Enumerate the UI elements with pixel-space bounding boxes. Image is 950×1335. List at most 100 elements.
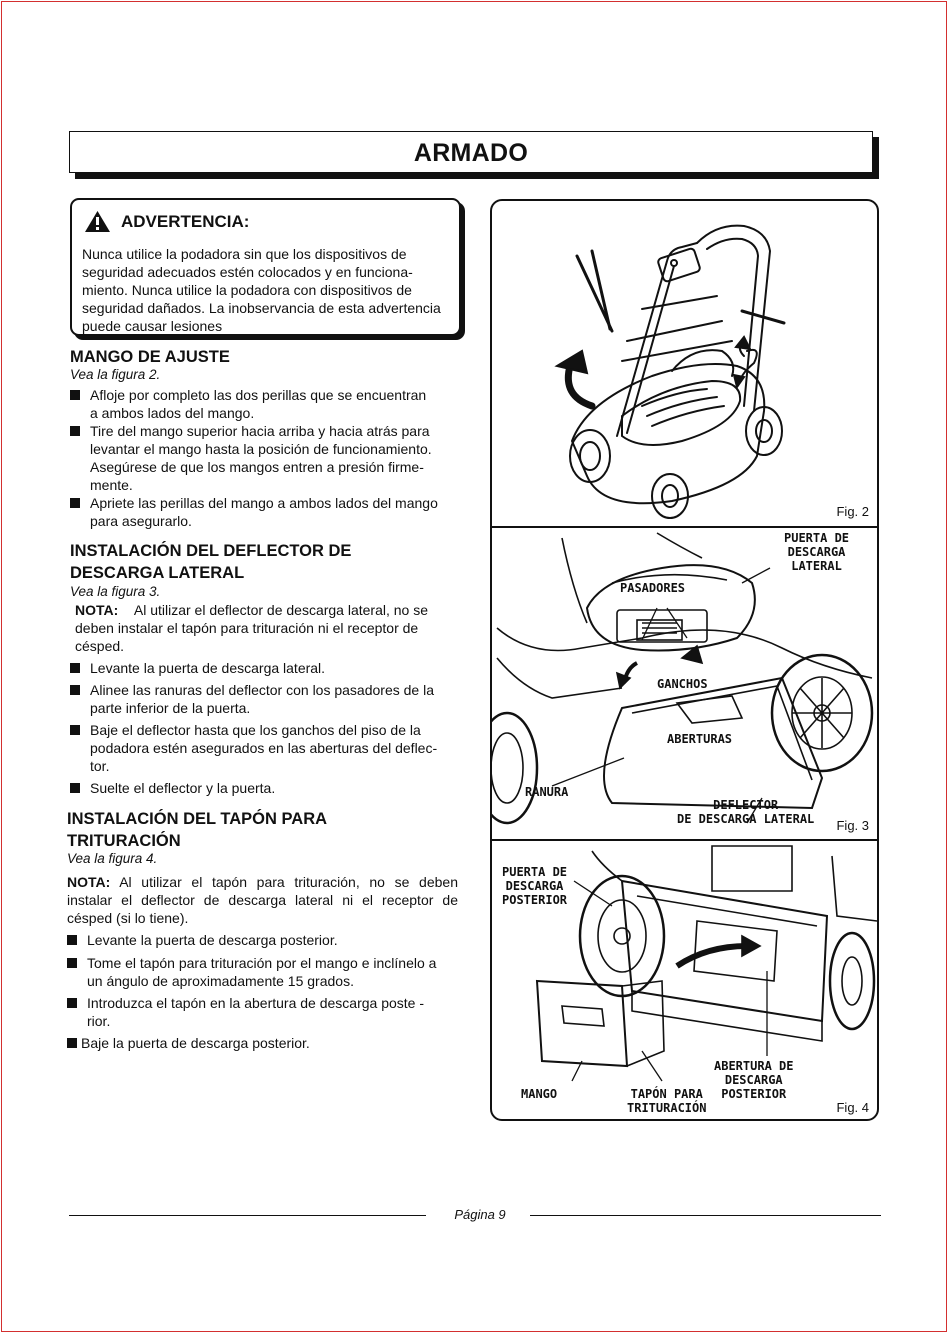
- list-line: mente.: [90, 477, 133, 493]
- heading-line: TRITURACIÓN: [67, 832, 181, 850]
- warning-box: ADVERTENCIA: Nunca utilice la podadora s…: [70, 198, 461, 336]
- note-line: césped.: [75, 638, 125, 654]
- lawn-mower-handle-illustration: [554, 224, 786, 519]
- footer-rule-right: [530, 1215, 881, 1216]
- list-item: Baje la puerta de descarga posterior.: [67, 1034, 462, 1052]
- list-line: Alinee las ranuras del deflector con los…: [90, 682, 434, 698]
- callout-mulching-plug: TAPÓN PARA TRITURACIÓN: [627, 1087, 706, 1115]
- list-line: para asegurarlo.: [90, 513, 192, 529]
- title-banner: ARMADO: [69, 131, 873, 173]
- warning-icon: [85, 211, 110, 232]
- list-line: Afloje por completo las dos perillas que…: [90, 387, 427, 403]
- callout-line: POSTERIOR: [502, 893, 568, 907]
- list-line: Tome el tapón para trituración por el ma…: [87, 955, 437, 971]
- note-line: deben instalar el tapón para trituración…: [75, 620, 419, 636]
- warning-line: miento. Nunca utilice la podadora con di…: [82, 282, 412, 298]
- side-discharge-deflector-illustration: [492, 532, 874, 825]
- list-line: Baje la puerta de descarga posterior.: [81, 1035, 310, 1051]
- warning-text: Nunca utilice la podadora sin que los di…: [82, 245, 452, 335]
- list-line: Baje el deflector hasta que los ganchos …: [90, 722, 421, 738]
- figures-panel: Fig. 2: [490, 199, 879, 1121]
- figure-label: Fig. 4: [836, 1100, 869, 1115]
- note-line: instalar el deflector de descarga latera…: [67, 892, 458, 908]
- callout-deflector: DEFLECTOR DE DESCARGA LATERAL: [677, 798, 814, 826]
- list-item: Levante la puerta de descarga lateral.: [70, 659, 465, 677]
- note: NOTA: Al utilizar el deflector de descar…: [75, 601, 460, 655]
- list-line: Introduzca el tapón en la abertura de de…: [87, 995, 424, 1011]
- bullet-square-icon: [70, 783, 80, 793]
- bullet-square-icon: [70, 426, 80, 436]
- list-line: Apriete las perillas del mango a ambos l…: [90, 495, 438, 511]
- callout-rear-opening: ABERTURA DE DESCARGA POSTERIOR: [714, 1059, 793, 1101]
- heading-line: DESCARGA LATERAL: [70, 564, 245, 582]
- bullet-square-icon: [67, 935, 77, 945]
- callout-line: PUERTA DE: [784, 531, 850, 545]
- callout-line: POSTERIOR: [721, 1087, 787, 1101]
- figure-label: Fig. 3: [836, 818, 869, 833]
- bullet-square-icon: [70, 498, 80, 508]
- list-line: Suelte el deflector y la puerta.: [90, 780, 276, 796]
- heading-line: INSTALACIÓN DEL DEFLECTOR DE: [70, 542, 352, 560]
- list-item: Suelte el deflector y la puerta.: [70, 779, 465, 797]
- callout-line: DESCARGA: [724, 1073, 783, 1087]
- list-line: levantar el mango hasta la posición de f…: [90, 441, 432, 457]
- callout-line: TRITURACIÓN: [627, 1101, 707, 1115]
- list-line: parte inferior de la puerta.: [90, 700, 251, 716]
- list-item: Alinee las ranuras del deflector con los…: [70, 681, 465, 717]
- list-line: un ángulo de aproximadamente 15 grados.: [87, 973, 354, 989]
- mulching-plug-illustration: [535, 845, 877, 1082]
- bullet-square-icon: [70, 390, 80, 400]
- bullet-square-icon: [70, 685, 80, 695]
- callout-hooks: GANCHOS: [657, 677, 708, 691]
- figure-2: Fig. 2: [492, 201, 877, 526]
- callout-line: ABERTURA DE: [714, 1059, 794, 1073]
- list-line: Tire del mango superior hacia arriba y h…: [90, 423, 430, 439]
- callout-slot: RANURA: [525, 785, 569, 799]
- page-title: ARMADO: [413, 139, 529, 167]
- list-line: a ambos lados del mango.: [90, 405, 255, 421]
- footer-rule-left: [69, 1215, 426, 1216]
- section-heading: MANGO DE AJUSTE: [70, 348, 230, 366]
- note-line: Al utilizar el deflector de descarga lat…: [133, 602, 429, 618]
- list-item: Afloje por completo las dos perillas que…: [70, 386, 465, 422]
- bullet-square-icon: [67, 1038, 77, 1048]
- figure-divider: [492, 839, 877, 841]
- list-item: Apriete las perillas del mango a ambos l…: [70, 494, 465, 530]
- figure-reference: Vea la figura 4.: [67, 851, 158, 866]
- warning-line: seguridad dañados. La inobservancia de e…: [82, 300, 441, 316]
- heading-line: INSTALACIÓN DEL TAPÓN PARA: [67, 810, 328, 828]
- callout-line: DEFLECTOR: [713, 798, 779, 812]
- figure-divider: [492, 526, 877, 528]
- list-item: Baje el deflector hasta que los ganchos …: [70, 721, 465, 775]
- callout-line: PUERTA DE: [502, 865, 568, 879]
- page-number: Página 9: [454, 1207, 506, 1222]
- list-item: Tire del mango superior hacia arriba y h…: [70, 422, 465, 494]
- bullet-square-icon: [67, 958, 77, 968]
- list-line: podadora estén asegurados en las abertur…: [90, 740, 438, 756]
- section-heading: INSTALACIÓN DEL TAPÓN PARA TRITURACIÓN: [67, 808, 327, 852]
- callout-line: TAPÓN PARA: [630, 1087, 703, 1101]
- list-item: Introduzca el tapón en la abertura de de…: [67, 994, 462, 1030]
- bullet-square-icon: [70, 725, 80, 735]
- figure-label: Fig. 2: [836, 504, 869, 519]
- bullet-square-icon: [70, 663, 80, 673]
- warning-header: ADVERTENCIA:: [84, 210, 249, 233]
- section-heading: INSTALACIÓN DEL DEFLECTOR DE DESCARGA LA…: [70, 540, 351, 584]
- figure-3: PUERTA DE DESCARGA LATERAL PASADORES GAN…: [492, 528, 877, 839]
- note-line: Al utilizar el tapón para trituración, n…: [119, 874, 458, 890]
- warning-line: Nunca utilice la podadora sin que los di…: [82, 246, 407, 262]
- callout-handle: MANGO: [521, 1087, 558, 1101]
- figure-reference: Vea la figura 3.: [70, 584, 161, 599]
- warning-heading: ADVERTENCIA:: [121, 211, 250, 231]
- warning-line: seguridad adecuados estén colocados y en…: [82, 264, 413, 280]
- note-line: césped (si lo tiene).: [67, 910, 189, 926]
- callout-line: DESCARGA: [505, 879, 564, 893]
- callout-openings: ABERTURAS: [667, 732, 733, 746]
- list-line: tor.: [90, 758, 110, 774]
- callout-line: DESCARGA: [787, 545, 846, 559]
- list-line: Levante la puerta de descarga posterior.: [87, 932, 338, 948]
- callout-line: DE DESCARGA LATERAL: [677, 812, 815, 826]
- list-line: Levante la puerta de descarga lateral.: [90, 660, 326, 676]
- bullet-square-icon: [67, 998, 77, 1008]
- note: NOTA: Al utilizar el tapón para triturac…: [67, 873, 458, 927]
